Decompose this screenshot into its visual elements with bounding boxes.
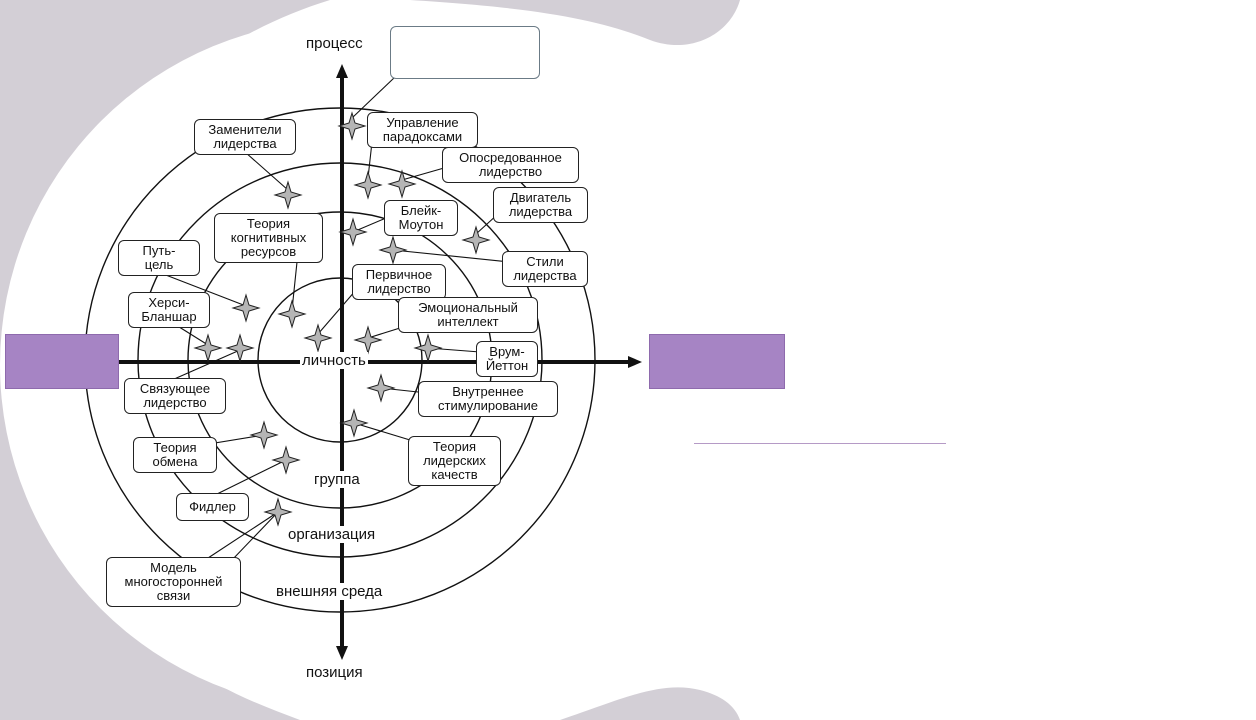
label-hersey: Херси- Бланшар [128, 292, 210, 328]
star-marker-1 [337, 111, 367, 141]
star-marker-13 [193, 333, 223, 363]
label-blake: Блейк- Моутон [384, 200, 458, 236]
label-connective: Связующее лидерство [124, 378, 226, 414]
label-exchange: Теория обмена [133, 437, 217, 473]
star-marker-14 [225, 333, 255, 363]
star-marker-15 [366, 373, 396, 403]
star-marker-18 [271, 445, 301, 475]
star-marker-2 [273, 180, 303, 210]
label-cognitive: Теория когнитивных ресурсов [214, 213, 323, 263]
axis-label-process: процесс [304, 35, 365, 52]
star-marker-4 [387, 169, 417, 199]
label-mediated: Опосредованное лидерство [442, 147, 579, 183]
label-styles: Стили лидерства [502, 251, 588, 287]
label-emotional: Эмоциональный интеллект [398, 297, 538, 333]
empty-callout [390, 26, 540, 79]
label-primal: Первичное лидерство [352, 264, 446, 300]
axis-arrows [336, 64, 642, 660]
ring-label-environment: внешняя среда [273, 583, 386, 600]
star-marker-12 [413, 333, 443, 363]
stars [193, 111, 491, 527]
star-marker-16 [339, 408, 369, 438]
star-marker-19 [263, 497, 293, 527]
arrow-right [628, 356, 642, 368]
label-multiple: Модель многосторонней связи [106, 557, 241, 607]
star-marker-8 [277, 299, 307, 329]
star-marker-7 [378, 235, 408, 265]
star-marker-9 [231, 293, 261, 323]
label-traits: Теория лидерских качеств [408, 436, 501, 486]
arrow-down [336, 646, 348, 660]
star-marker-17 [249, 420, 279, 450]
star-marker-11 [353, 325, 383, 355]
label-intrinsic: Внутреннее стимулирование [418, 381, 558, 417]
left-purple-box [5, 334, 119, 389]
star-marker-3 [353, 170, 383, 200]
right-purple-box [649, 334, 785, 389]
bg-arc-bottom [560, 687, 740, 720]
label-path-goal: Путь- цель [118, 240, 200, 276]
label-substitutes: Заменители лидерства [194, 119, 296, 155]
arrow-up [336, 64, 348, 78]
star-marker-5 [461, 225, 491, 255]
conn-callout [351, 76, 396, 119]
label-engine: Двигатель лидерства [493, 187, 588, 223]
divider-line [694, 443, 946, 444]
label-vroom: Врум- Йеттон [476, 341, 538, 377]
label-fiedler: Фидлер [176, 493, 249, 521]
star-marker-10 [303, 323, 333, 353]
axis-label-position: позиция [304, 664, 365, 681]
label-paradox: Управление парадоксами [367, 112, 478, 148]
ring-label-group: группа [311, 471, 363, 488]
star-marker-6 [338, 217, 368, 247]
ring-label-organization: организация [285, 526, 379, 543]
bg-arc-top [410, 0, 740, 46]
axis-label-personality: личность [300, 352, 368, 369]
